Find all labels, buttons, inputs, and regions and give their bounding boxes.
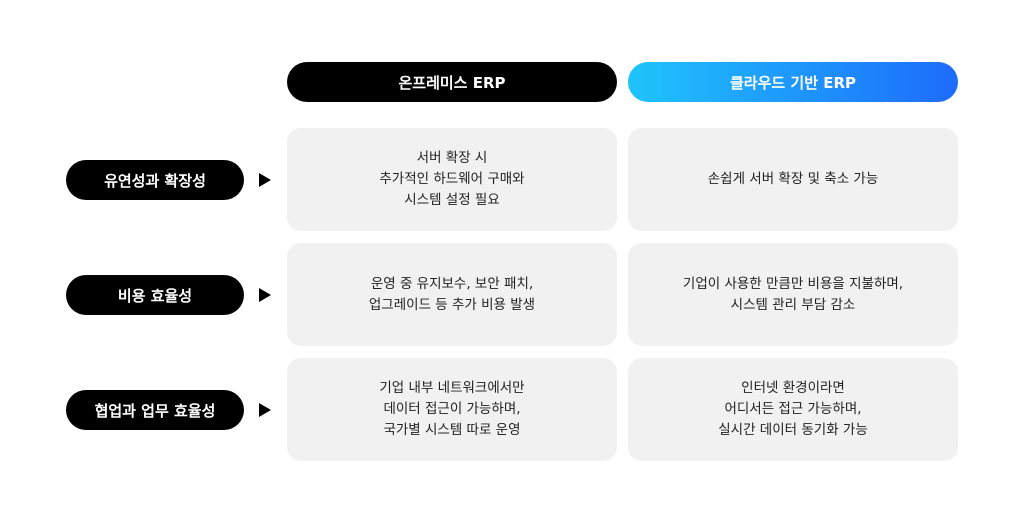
- cell-text-line: 기업이 사용한 만큼만 비용을 지불하며,: [682, 275, 904, 292]
- criterion-label: 비용 효율성: [66, 275, 244, 315]
- cloud-cell: 기업이 사용한 만큼만 비용을 지불하며, 시스템 관리 부담 감소: [628, 243, 958, 346]
- onprem-cell: 운영 중 유지보수, 보안 패치, 업그레이드 등 추가 비용 발생: [287, 243, 617, 346]
- cell-text-line: 운영 중 유지보수, 보안 패치,: [370, 275, 534, 292]
- criterion-label: 협업과 업무 효율성: [66, 390, 244, 430]
- cell-text-line: 기업 내부 네트워크에서만: [379, 380, 525, 396]
- arrow-right-icon: [259, 288, 271, 302]
- cell-text-line: 추가적인 하드웨어 구매와: [379, 171, 525, 187]
- cell-text-line: 어디서든 접근 가능하며,: [724, 401, 862, 417]
- cell-text-line: 국가별 시스템 따로 운영: [383, 422, 521, 438]
- cell-text-line: 손쉽게 서버 확장 및 축소 가능: [707, 171, 879, 187]
- cell-text-line: 실시간 데이터 동기화 가능: [718, 422, 868, 438]
- cell-text-line: 인터넷 환경이라면: [741, 380, 845, 396]
- cell-text-line: 시스템 관리 부담 감소: [730, 296, 856, 313]
- cell-text-line: 데이터 접근이 가능하며,: [383, 401, 521, 417]
- arrow-right-icon: [259, 173, 271, 187]
- cell-text-line: 서버 확장 시: [416, 150, 488, 166]
- cell-text-line: 시스템 설정 필요: [404, 192, 500, 208]
- comparison-row: 비용 효율성 운영 중 유지보수, 보안 패치, 업그레이드 등 추가 비용 발생…: [0, 243, 1024, 346]
- criterion-label: 유연성과 확장성: [66, 160, 244, 200]
- cell-text-line: 업그레이드 등 추가 비용 발생: [368, 296, 536, 313]
- header-cloud-erp: 클라우드 기반 ERP: [628, 62, 958, 102]
- header-onpremise-erp: 온프레미스 ERP: [287, 62, 617, 102]
- cloud-cell: 손쉽게 서버 확장 및 축소 가능: [628, 128, 958, 231]
- arrow-right-icon: [259, 403, 271, 417]
